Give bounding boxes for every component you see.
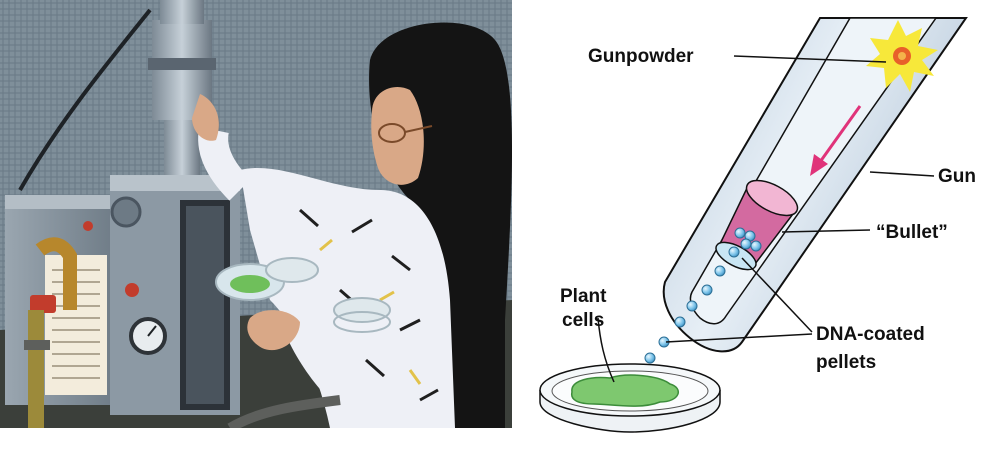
motion-arrow bbox=[810, 105, 862, 176]
lab-photo bbox=[0, 0, 512, 428]
petri-dish bbox=[539, 363, 721, 433]
plant-cells bbox=[570, 374, 680, 407]
label-gunpowder: Gunpowder bbox=[588, 46, 694, 67]
leader-lines bbox=[597, 55, 935, 383]
label-plant-cells-line2: cells bbox=[562, 310, 604, 331]
gunpowder-explosion bbox=[866, 20, 938, 92]
label-gun: Gun bbox=[938, 166, 976, 187]
label-bullet: “Bullet” bbox=[876, 222, 948, 243]
label-pellets-line2: pellets bbox=[816, 352, 876, 373]
gene-gun-diagram: Gunpowder Gun “Bullet” Plant cells DNA-c… bbox=[539, 17, 976, 433]
label-pellets-line1: DNA-coated bbox=[816, 324, 925, 345]
label-plant-cells-line1: Plant bbox=[560, 286, 607, 307]
